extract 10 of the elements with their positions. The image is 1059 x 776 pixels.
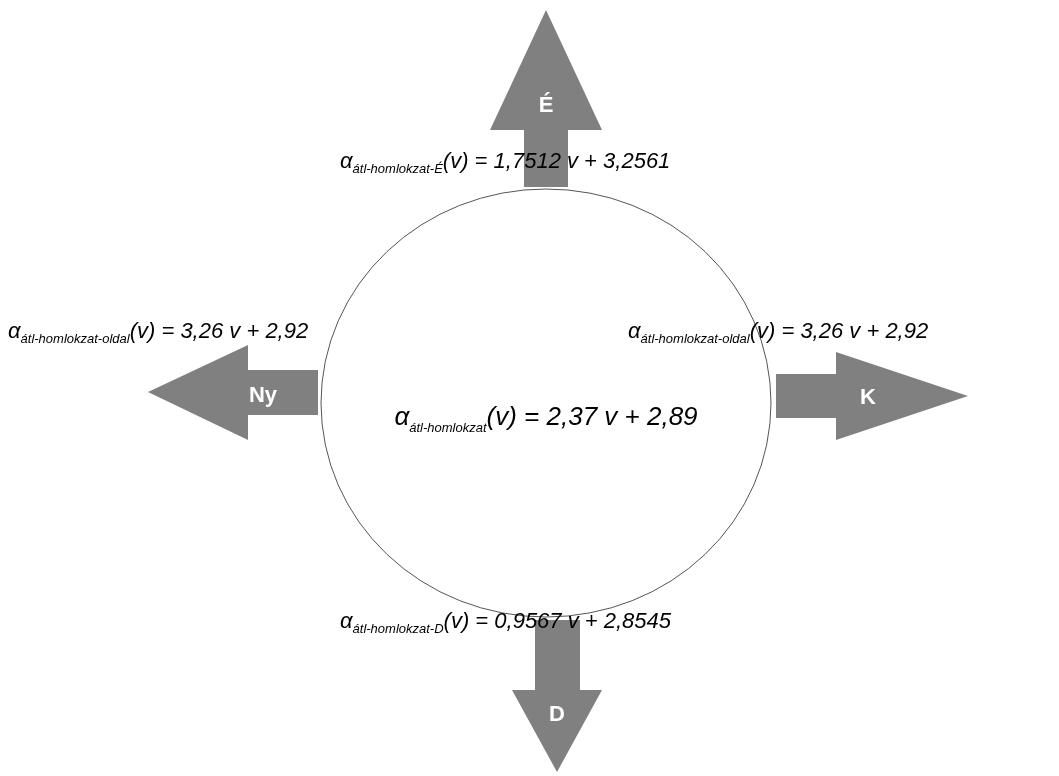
direction-letter: D (549, 701, 565, 727)
compass-arrow (490, 10, 602, 187)
formula-text: α$_{átl-homlokzat-oldal}$(v) = 3,26 v + 2,92 (628, 318, 929, 347)
compass-arrow (776, 352, 968, 440)
formula-text: α$_{átl-homlokzat}$(v) = 2,37 v + 2,89 (394, 401, 698, 435)
formula-text: α$_{átl-homlokzat-oldal}$(v) = 3,26 v + 2,92 (8, 318, 309, 347)
direction-letter: Ny (248, 382, 278, 408)
direction-letter: K (860, 384, 876, 410)
direction-letter: É (538, 92, 554, 118)
compass-arrow (148, 345, 318, 440)
